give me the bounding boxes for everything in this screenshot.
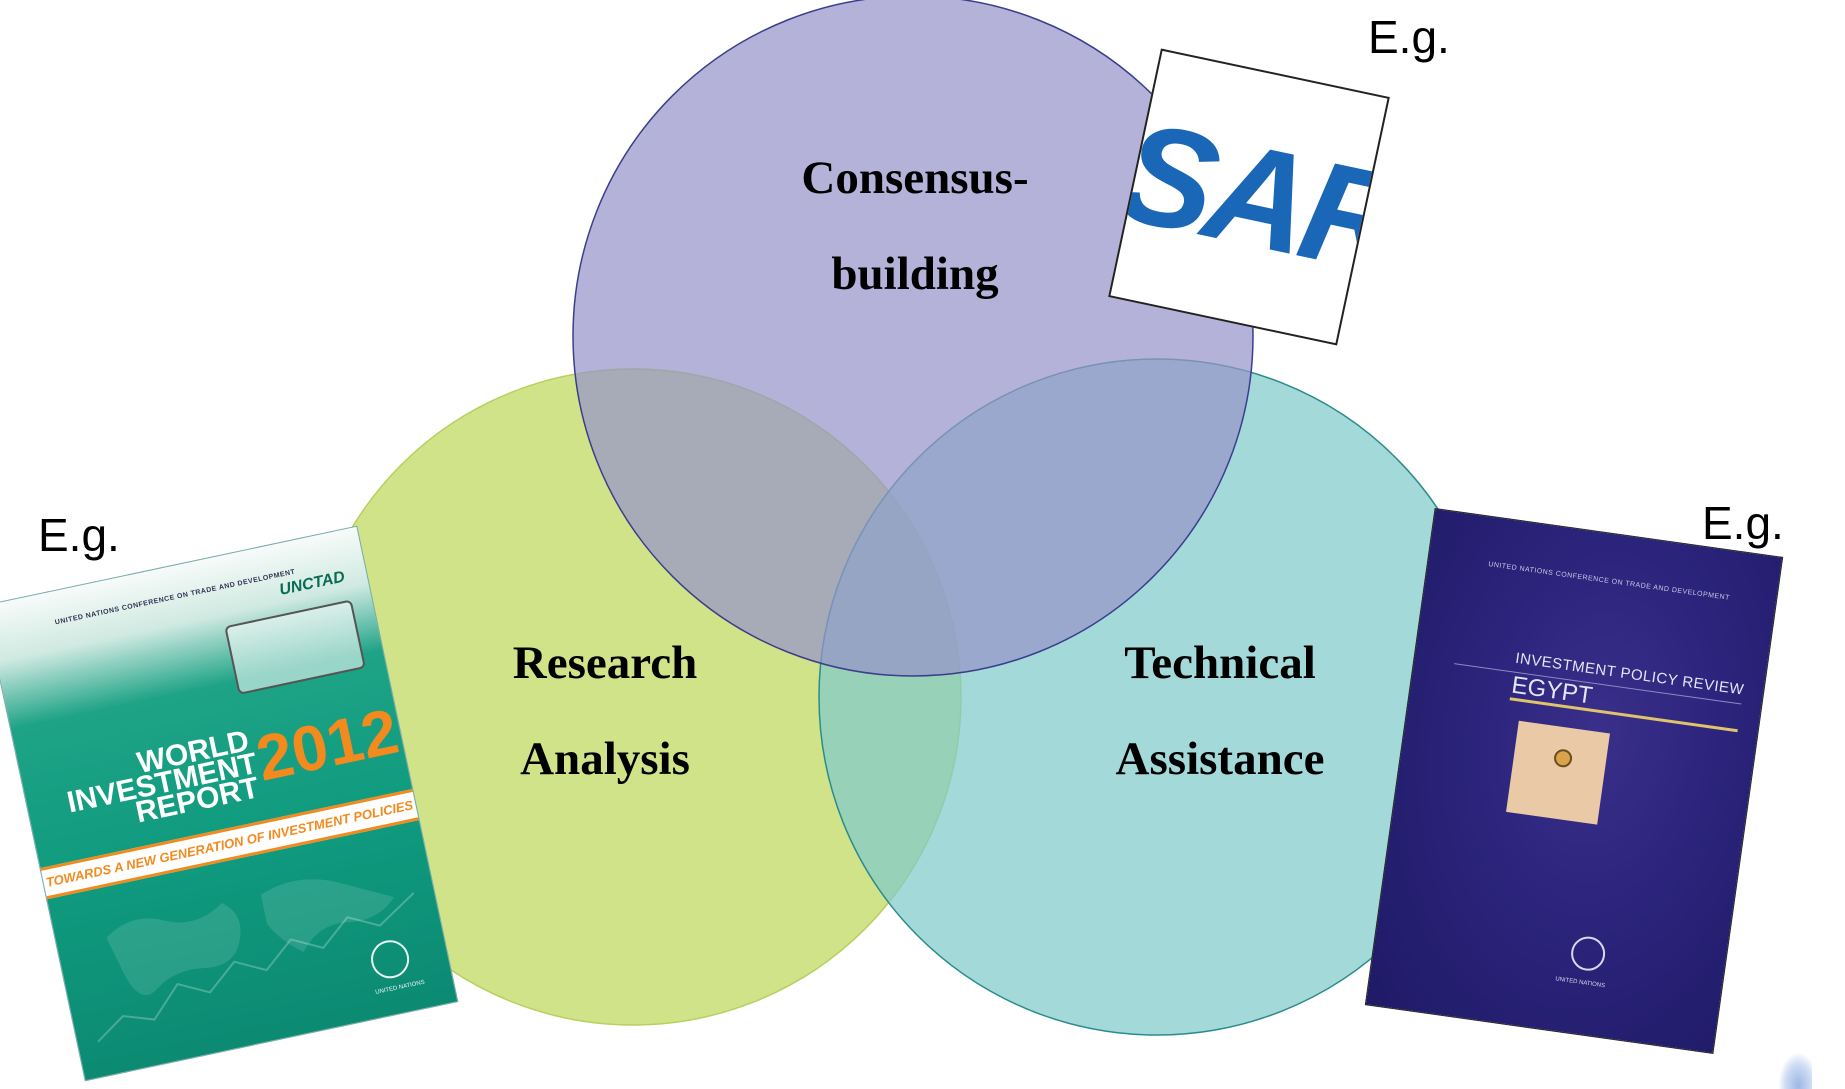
label-consensus-building: Consensus- building	[700, 130, 1130, 322]
label-technical-line2: Assistance	[1115, 733, 1325, 785]
label-consensus-line2: building	[831, 248, 999, 300]
label-research-line2: Analysis	[520, 733, 690, 785]
venn-circle-top	[572, 0, 1254, 677]
world-investment-report-cover: UNITED NATIONS CONFERENCE ON TRADE AND D…	[0, 525, 459, 1082]
un-emblem-icon	[1568, 934, 1608, 973]
label-consensus-line1: Consensus-	[801, 152, 1029, 204]
corner-decoration-icon	[1778, 1052, 1812, 1089]
label-technical-line1: Technical	[1124, 637, 1316, 689]
label-research-analysis: Research Analysis	[390, 615, 820, 807]
example-label-left: E.g.	[38, 509, 120, 561]
ipr-emblem-image	[1506, 720, 1610, 825]
label-technical-assistance: Technical Assistance	[1005, 615, 1435, 807]
wir-embargo-box	[224, 599, 366, 695]
ipr-publisher: UNITED NATIONS	[1554, 976, 1606, 990]
investment-policy-review-cover: UNITED NATIONS CONFERENCE ON TRADE AND D…	[1364, 507, 1784, 1055]
isar-logo-text: iSAR	[1108, 83, 1390, 305]
wir-year: 2012	[250, 694, 405, 795]
label-research-line1: Research	[512, 637, 698, 689]
wir-title: WORLD INVESTMENT REPORT	[60, 724, 262, 839]
example-label-top-right: E.g.	[1368, 11, 1450, 63]
ipr-org: UNITED NATIONS CONFERENCE ON TRADE AND D…	[1487, 560, 1731, 602]
world-map-icon	[97, 879, 415, 1043]
example-label-right: E.g.	[1702, 497, 1784, 549]
